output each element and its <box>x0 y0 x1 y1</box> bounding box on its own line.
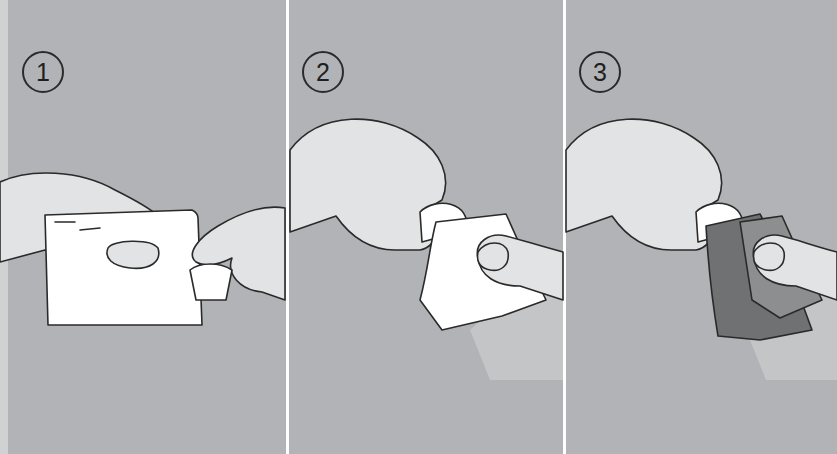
thumb <box>478 243 509 270</box>
panel-background <box>566 0 837 454</box>
step-number-circle: 2 <box>302 51 344 93</box>
panel-background <box>289 0 563 454</box>
thumb <box>107 241 159 268</box>
right-hand <box>753 235 837 300</box>
wipe-corner <box>190 264 232 300</box>
step-number: 3 <box>593 60 607 85</box>
step-number-circle: 3 <box>579 51 621 93</box>
wipe-packet <box>45 210 202 325</box>
step-number: 1 <box>36 60 50 85</box>
panel-background <box>0 0 286 454</box>
step-number: 2 <box>316 60 330 85</box>
thumb <box>754 243 785 270</box>
packet-fold <box>55 222 100 230</box>
right-hand <box>477 235 563 300</box>
step-number-circle: 1 <box>22 51 64 93</box>
